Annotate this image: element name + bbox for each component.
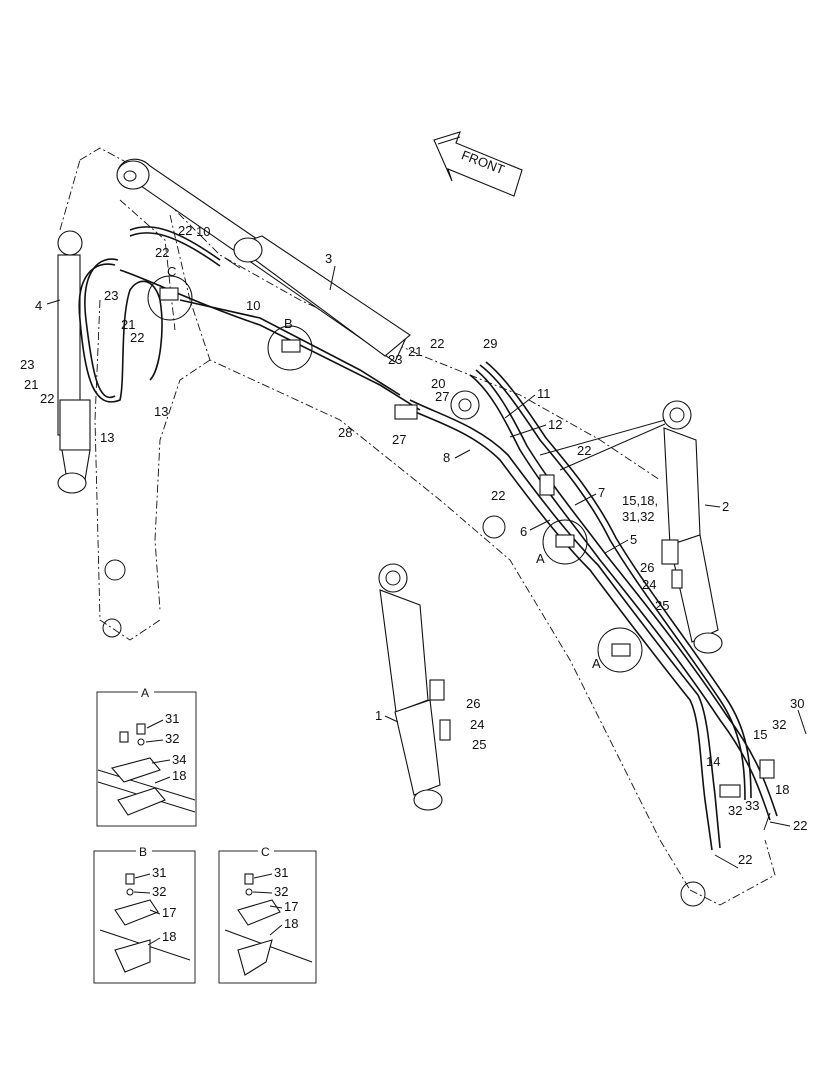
callout: 7 <box>598 485 605 500</box>
callout: 21 <box>408 344 422 359</box>
callout: 5 <box>630 532 637 547</box>
detail-label: 17 <box>284 899 298 914</box>
callout: 11 <box>537 386 551 401</box>
callout: 22 <box>155 245 169 260</box>
callout: 10 <box>196 224 210 239</box>
detail-title: C <box>261 845 270 859</box>
callout: B <box>284 316 293 331</box>
callout: 15,18, <box>622 493 658 508</box>
boom-cylinder <box>116 158 411 363</box>
callout: A <box>592 656 601 671</box>
callout: 32 <box>772 717 786 732</box>
callout-labels: 1 2 3 4 5 6 7 8 10 10 11 12 13 13 14 15,… <box>20 223 807 867</box>
detail-label: 31 <box>165 711 179 726</box>
callout: 22 <box>40 391 54 406</box>
arm-cylinder <box>57 230 91 494</box>
hydraulic-lines <box>78 226 778 851</box>
detail-label: 18 <box>162 929 176 944</box>
detail-label: 18 <box>284 916 298 931</box>
fittings <box>159 287 775 798</box>
callout: 22 <box>491 488 505 503</box>
callout: 22 <box>577 443 591 458</box>
callout: 21 <box>121 317 135 332</box>
callout: 6 <box>520 524 527 539</box>
callout: 2 <box>722 499 729 514</box>
callout: 4 <box>35 298 42 313</box>
callout: 33 <box>745 798 759 813</box>
detail-box-c: C 31 32 17 18 <box>218 844 317 984</box>
callout: 23 <box>104 288 118 303</box>
callout: 8 <box>443 450 450 465</box>
callout: 23 <box>388 352 402 367</box>
callout: 27 <box>392 432 406 447</box>
callout: 24 <box>642 577 656 592</box>
callout: 23 <box>20 357 34 372</box>
callout: 31,32 <box>622 509 655 524</box>
cylinder-1 <box>378 563 451 811</box>
detail-markers <box>147 275 643 673</box>
leader-lines <box>46 265 807 869</box>
callout: 25 <box>655 598 669 613</box>
callout: 22 <box>738 852 752 867</box>
callout: 15 <box>753 727 767 742</box>
callout: 22 <box>430 336 444 351</box>
callout: 29 <box>483 336 497 351</box>
detail-title: B <box>139 845 147 859</box>
callout: 26 <box>466 696 480 711</box>
detail-label: 17 <box>162 905 176 920</box>
callout: 22 <box>178 223 192 238</box>
detail-label: 32 <box>165 731 179 746</box>
callout: 20 <box>431 376 445 391</box>
callout: 18 <box>775 782 789 797</box>
detail-label: 18 <box>172 768 186 783</box>
callout: 3 <box>325 251 332 266</box>
detail-label: 32 <box>274 884 288 899</box>
callout: 25 <box>472 737 486 752</box>
callout: 27 <box>435 389 449 404</box>
callout: 24 <box>470 717 484 732</box>
detail-label: 31 <box>274 865 288 880</box>
callout: 14 <box>706 754 720 769</box>
detail-label: 34 <box>172 752 186 767</box>
callout: 1 <box>375 708 382 723</box>
front-arrow: FRONT <box>433 131 523 197</box>
callout: A <box>536 551 545 566</box>
cylinder-2 <box>661 400 723 654</box>
detail-box-b: B 31 32 17 18 <box>93 844 196 984</box>
callout: 22 <box>793 818 807 833</box>
callout: 30 <box>790 696 804 711</box>
callout: C <box>167 264 176 279</box>
callout: 13 <box>154 404 168 419</box>
detail-label: 31 <box>152 865 166 880</box>
callout: 32 <box>728 803 742 818</box>
callout: 12 <box>548 417 562 432</box>
detail-title: A <box>141 686 149 700</box>
callout: 21 <box>24 377 38 392</box>
callout: 22 <box>130 330 144 345</box>
callout: 26 <box>640 560 654 575</box>
callout: 13 <box>100 430 114 445</box>
callout: 28 <box>338 425 352 440</box>
detail-label: 32 <box>152 884 166 899</box>
detail-box-a: A 31 32 34 18 <box>96 685 197 827</box>
callout: 10 <box>246 298 260 313</box>
